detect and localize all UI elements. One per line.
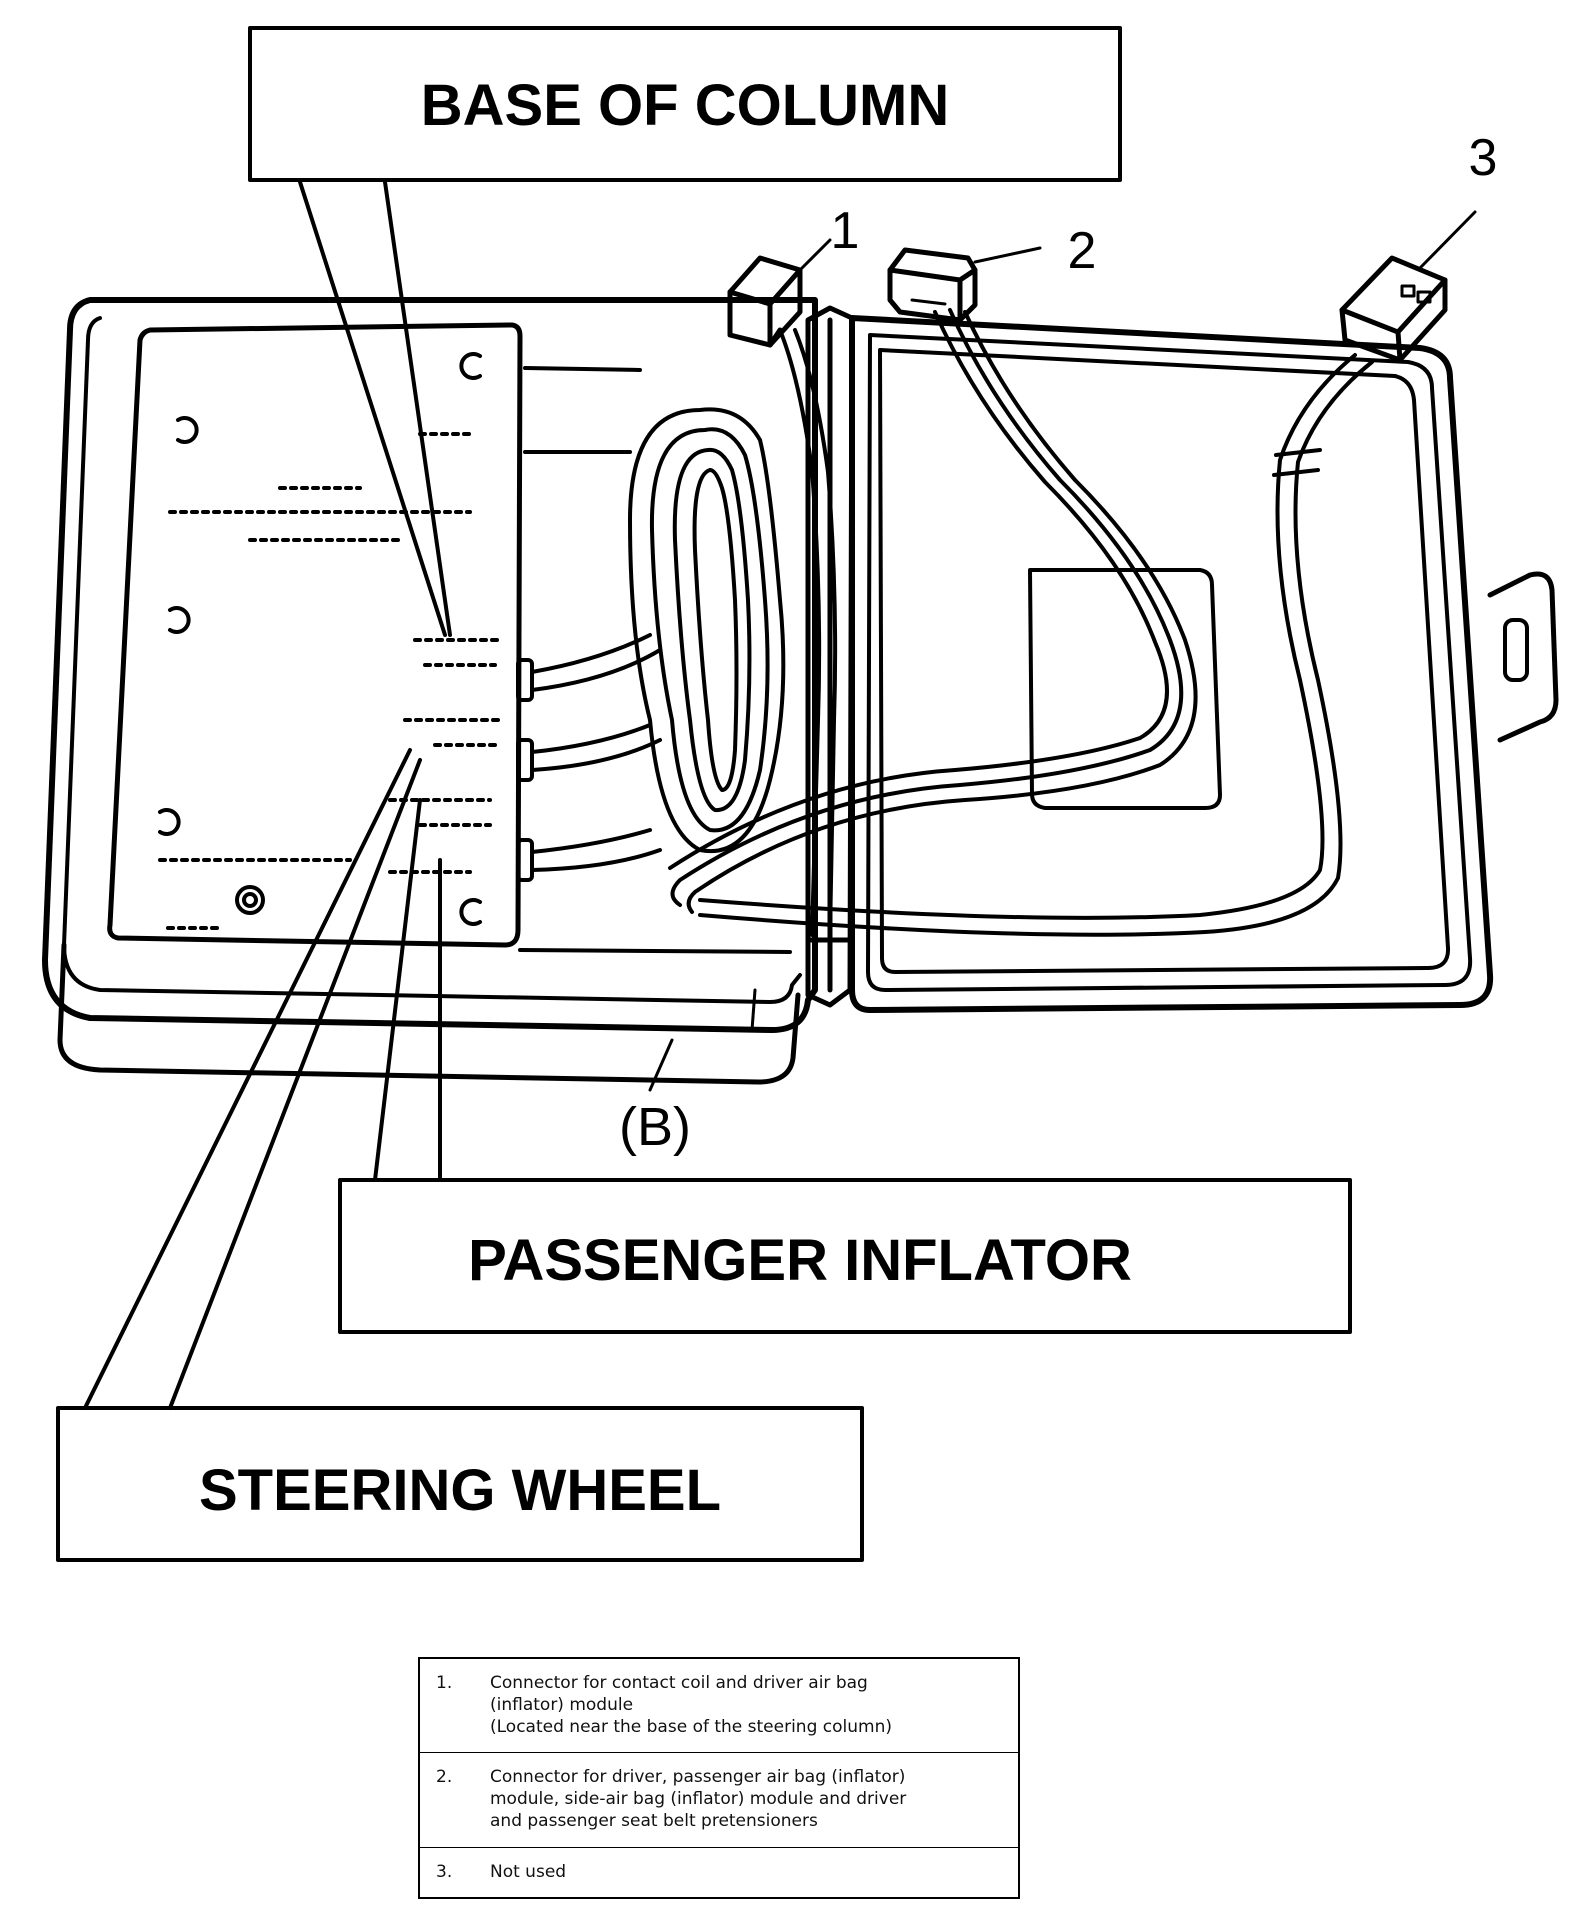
label-steering-wheel: STEERING WHEEL xyxy=(199,1458,721,1523)
legend-row: 2. Connector for driver, passenger air b… xyxy=(419,1752,1019,1847)
panel-connector-stubs xyxy=(516,366,662,882)
legend-index: 2. xyxy=(419,1752,482,1847)
legend-row: 3. Not used xyxy=(419,1846,1019,1899)
coiled-wire-bundle xyxy=(628,407,786,854)
connector-1 xyxy=(727,255,803,348)
legend-index: 3. xyxy=(419,1846,482,1899)
callout-box-base-of-column xyxy=(248,26,1122,182)
case-left-half xyxy=(42,297,818,1085)
legend-index: 1. xyxy=(436,1673,453,1693)
number-leader-lines xyxy=(648,210,1477,1092)
label-base-of-column: BASE OF COLUMN xyxy=(421,73,949,138)
wire-harness-2 xyxy=(668,308,1198,914)
callout-pointer-lines xyxy=(83,180,452,1410)
label-b: (B) xyxy=(619,1097,691,1157)
legend-table: 1. Connector for contact coil and driver… xyxy=(418,1657,1020,1900)
legend-row: 1. Connector for contact coil and driver… xyxy=(419,1658,1019,1753)
label-number-3: 3 xyxy=(1469,129,1498,187)
legend-description: Connector for driver, passenger air bag … xyxy=(482,1752,1019,1847)
label-passenger-inflator: PASSENGER INFLATOR xyxy=(468,1228,1132,1293)
callout-box-passenger-inflator xyxy=(338,1178,1352,1334)
printed-text-marks xyxy=(158,432,502,930)
connector-2 xyxy=(887,247,978,323)
label-number-2: 2 xyxy=(1068,222,1097,280)
case-right-half xyxy=(849,315,1559,1013)
mounting-holes xyxy=(158,352,482,926)
legend-description: Connector for contact coil and driver ai… xyxy=(490,1673,892,1737)
callout-box-steering-wheel xyxy=(56,1406,864,1562)
wire-harness-3 xyxy=(698,353,1374,937)
label-number-1: 1 xyxy=(831,202,860,260)
wire-harness-1 xyxy=(778,328,838,937)
legend-description: Not used xyxy=(482,1846,1019,1899)
connector-3 xyxy=(1339,255,1448,363)
